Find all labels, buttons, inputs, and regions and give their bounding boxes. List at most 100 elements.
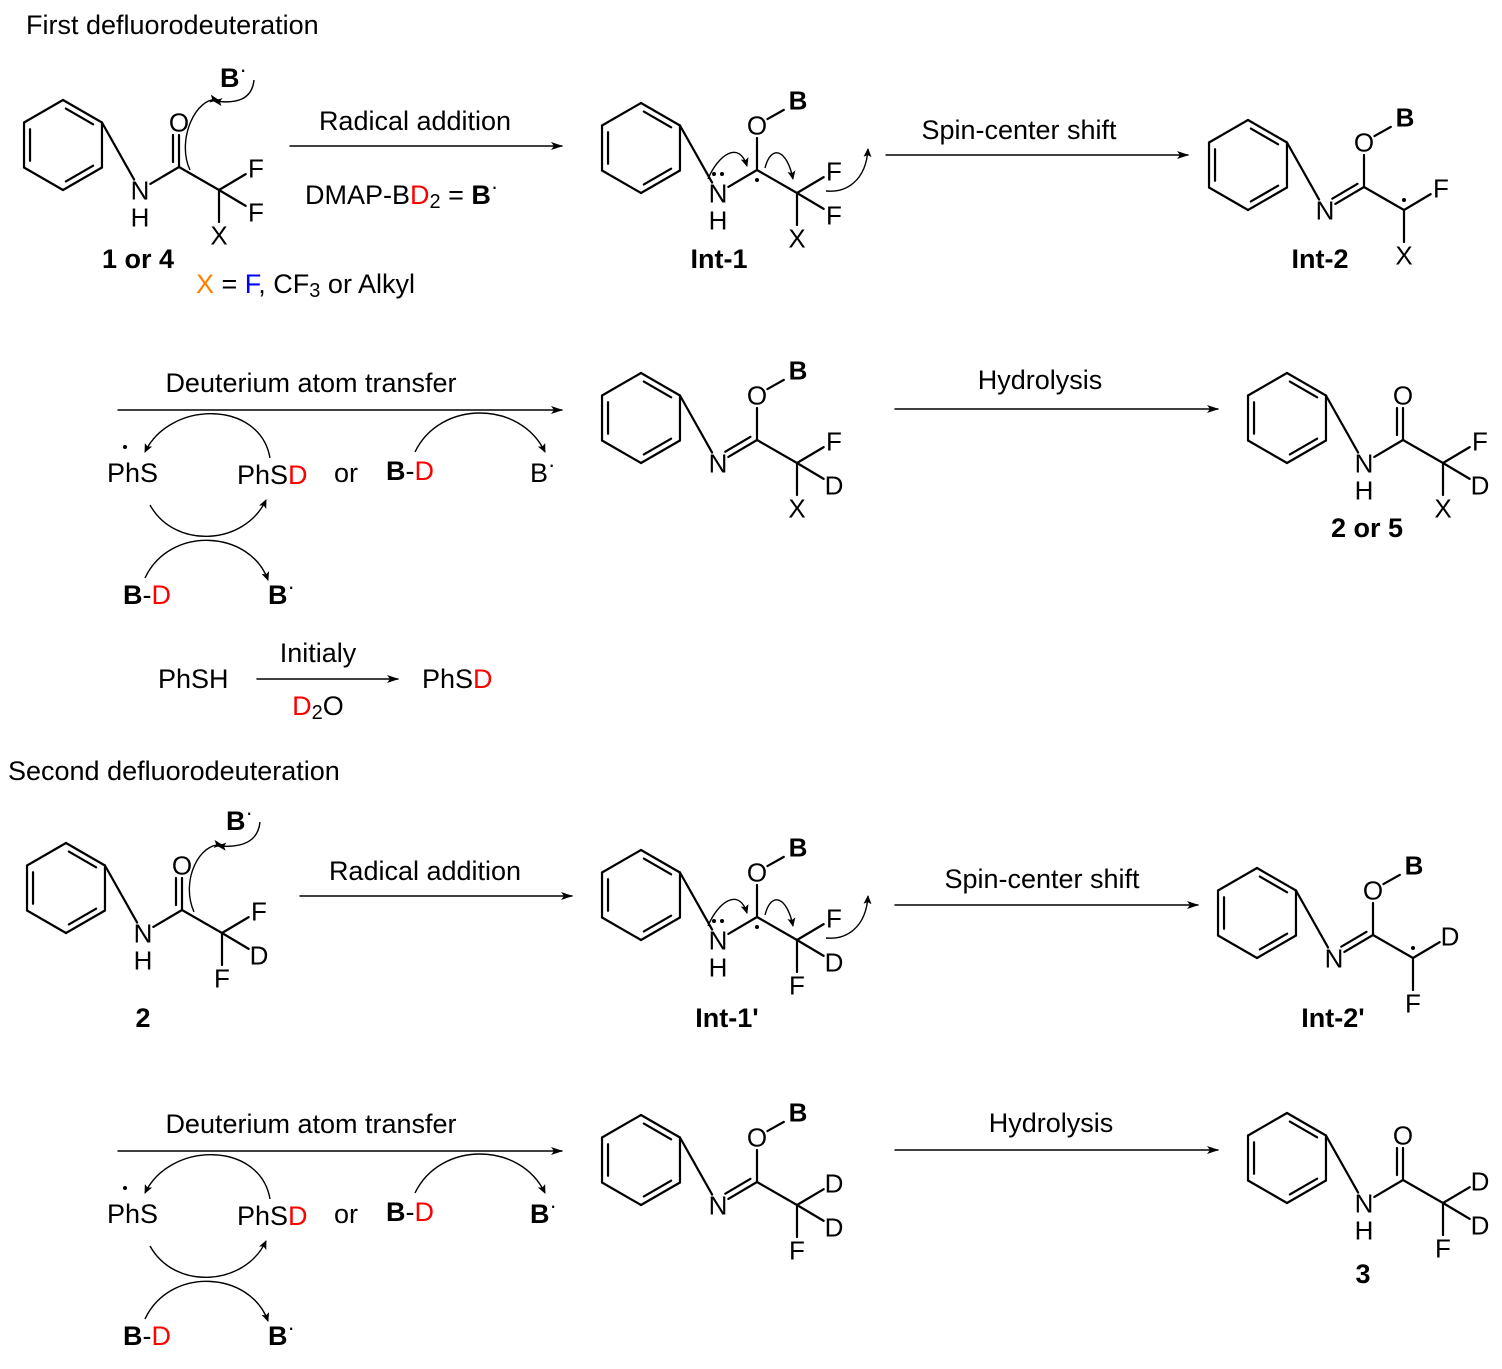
ring-bond bbox=[1216, 934, 1259, 960]
ring-inner-bond bbox=[67, 850, 98, 869]
curved-arrow-bd bbox=[414, 1153, 546, 1194]
ring-inner-bond bbox=[642, 1122, 673, 1141]
bond-n-c bbox=[727, 168, 759, 189]
boron-radical-part: B bbox=[226, 806, 246, 836]
bond-n-c-double bbox=[1331, 182, 1359, 200]
phsd-part: D bbox=[473, 664, 493, 694]
ring-inner-bond bbox=[1258, 875, 1289, 894]
section-title-second: Second defluorodeuteration bbox=[8, 756, 340, 786]
ring-inner-bond bbox=[1288, 1177, 1319, 1196]
ring-inner-bond bbox=[1288, 1120, 1319, 1139]
bond-c-sub bbox=[1441, 461, 1471, 480]
atom-sub-c: F bbox=[1405, 988, 1421, 1018]
ring-bond bbox=[1255, 934, 1298, 960]
molecule-3 bbox=[600, 371, 825, 497]
bond-c-c bbox=[755, 1180, 799, 1207]
x-definition-part: or Alkyl bbox=[320, 269, 415, 299]
boron-radical: B· bbox=[226, 800, 253, 836]
ring-inner-bond bbox=[1288, 437, 1319, 456]
boron-radical-part: B bbox=[268, 1321, 288, 1351]
atom-o: O bbox=[1393, 380, 1413, 410]
label-initially: Initialy bbox=[280, 638, 357, 668]
ring-bond bbox=[639, 848, 682, 874]
curved-arrow-c bbox=[764, 152, 796, 180]
reagent-d2o-part: 2 bbox=[312, 702, 323, 724]
molecule-0 bbox=[22, 98, 247, 224]
label-deuterium-atom-transfer: Deuterium atom transfer bbox=[165, 1109, 456, 1139]
curved-arrow-cycle bbox=[144, 539, 270, 581]
phsd-part: PhS bbox=[237, 1201, 288, 1231]
bond-n-c bbox=[727, 915, 759, 936]
ring-inner-bond bbox=[1249, 184, 1280, 203]
x-definition: X = F, CF3 or Alkyl bbox=[196, 269, 415, 302]
lone-pair-dot bbox=[720, 919, 724, 923]
ring-bond bbox=[1216, 866, 1259, 892]
curved-arrow-c bbox=[764, 899, 796, 927]
atom-o: O bbox=[1354, 127, 1374, 157]
b-d-part: B bbox=[386, 1197, 406, 1227]
b-d: B-D bbox=[386, 456, 434, 486]
molecule-4 bbox=[1246, 371, 1471, 497]
bond-ring-n bbox=[678, 124, 714, 184]
atom-sub-b: D bbox=[825, 470, 844, 500]
ring-bond bbox=[1246, 1111, 1289, 1137]
bond-c-sub bbox=[1441, 1186, 1471, 1205]
atom-n: N bbox=[134, 918, 153, 948]
phs-radical-part: PhS bbox=[107, 458, 158, 488]
molecule-8 bbox=[600, 1113, 825, 1239]
label-spin-center-shift-part: Spin-center shift bbox=[921, 115, 1117, 145]
compound-label-part: 2 bbox=[1331, 513, 1346, 543]
atom-sub-c: X bbox=[788, 493, 805, 523]
boron-radical: B· bbox=[530, 452, 555, 488]
ring-inner-bond bbox=[67, 907, 98, 926]
ring-bond bbox=[1285, 439, 1328, 465]
reagent-dmap-part: 2 bbox=[430, 191, 441, 213]
atom-sub-b: D bbox=[825, 1212, 844, 1242]
compound-label: 3 bbox=[1355, 1259, 1370, 1289]
b-d-part: D bbox=[415, 456, 435, 486]
ring-bond bbox=[1255, 866, 1298, 892]
bond-c-c bbox=[755, 438, 799, 465]
reagent-d2o: D2O bbox=[292, 691, 344, 724]
ring-inner-bond bbox=[642, 1179, 673, 1198]
bond-ring-n bbox=[678, 1136, 714, 1196]
bond-c-sub bbox=[217, 188, 247, 207]
atom-n: N bbox=[1355, 1188, 1374, 1218]
phsd-part: PhS bbox=[422, 664, 473, 694]
ring-bond bbox=[600, 169, 643, 195]
bond-n-c bbox=[1373, 1178, 1405, 1199]
ring-bond bbox=[22, 98, 65, 124]
radical-dot bbox=[755, 178, 759, 182]
atom-sub-a: D bbox=[1441, 921, 1460, 951]
radical-dot bbox=[1411, 946, 1415, 950]
radical-dot bbox=[123, 445, 127, 449]
bond-c-c bbox=[755, 168, 799, 195]
ring-inner-bond bbox=[642, 110, 673, 129]
ring-inner-bond bbox=[1258, 932, 1289, 951]
bond-ring-n bbox=[1294, 889, 1330, 949]
atom-n: N bbox=[709, 448, 728, 478]
bond-n-c-double bbox=[724, 1177, 752, 1195]
ring-bond bbox=[600, 1181, 643, 1207]
ring-bond bbox=[1285, 1111, 1328, 1137]
atom-n: N bbox=[1325, 943, 1344, 973]
ring-bond bbox=[64, 909, 107, 935]
b-d: B-D bbox=[123, 1321, 171, 1351]
phs-radical-part: PhS bbox=[107, 1199, 158, 1229]
bond-c-sub bbox=[795, 191, 825, 210]
atom-sub-c: X bbox=[788, 223, 805, 253]
bond-c-c bbox=[1401, 438, 1445, 465]
curved-arrow-b bbox=[217, 821, 261, 851]
lone-pair-dot bbox=[720, 172, 724, 176]
atom-b: B bbox=[789, 355, 808, 385]
atom-o: O bbox=[747, 380, 767, 410]
label-radical-addition: Radical addition bbox=[329, 856, 521, 886]
ring-bond bbox=[61, 98, 104, 124]
label-hydrolysis: Hydrolysis bbox=[978, 365, 1103, 395]
atom-sub-b: F bbox=[248, 197, 264, 227]
ring-bond bbox=[639, 439, 682, 465]
phsd: PhSD bbox=[237, 460, 308, 490]
b-d: B-D bbox=[123, 580, 171, 610]
boron-radical-part: · bbox=[550, 1193, 557, 1218]
